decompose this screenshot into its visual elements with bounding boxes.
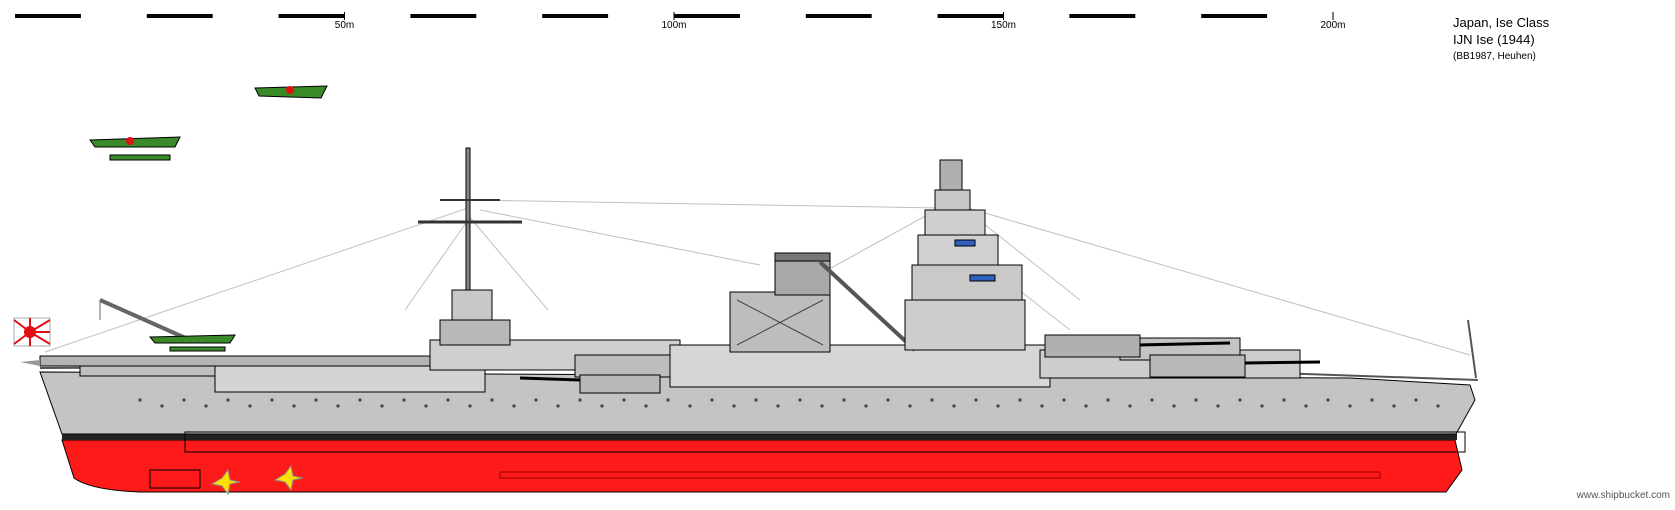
porthole <box>1260 404 1264 408</box>
scale-segment <box>608 14 674 18</box>
scale-tick-label: 200m <box>1320 20 1346 31</box>
porthole <box>248 404 252 408</box>
turrets <box>519 334 1321 394</box>
ship-info: Japan, Ise Class IJN Ise (1944) (BB1987,… <box>1453 14 1549 65</box>
porthole <box>754 398 758 402</box>
porthole <box>1106 398 1110 402</box>
porthole <box>446 398 450 402</box>
porthole <box>886 398 890 402</box>
porthole <box>666 398 670 402</box>
scale-segment <box>476 14 543 18</box>
porthole <box>1282 398 1286 402</box>
porthole <box>138 398 142 402</box>
porthole <box>160 404 164 408</box>
porthole <box>908 404 912 408</box>
porthole <box>1194 398 1198 402</box>
porthole <box>974 398 978 402</box>
porthole <box>600 404 604 408</box>
site-credit: www.shipbucket.com <box>1576 490 1670 501</box>
porthole <box>688 404 692 408</box>
info-credit: (BB1987, Heuhen) <box>1453 51 1536 62</box>
porthole <box>1238 398 1242 402</box>
armor-belt <box>184 431 1466 453</box>
porthole <box>512 404 516 408</box>
porthole <box>1370 398 1374 402</box>
porthole <box>1326 398 1330 402</box>
propellers <box>210 464 304 496</box>
porthole <box>1348 404 1352 408</box>
porthole <box>468 404 472 408</box>
aft-mast <box>418 147 522 346</box>
seaplane-deck <box>148 334 236 352</box>
porthole <box>314 398 318 402</box>
scale-bar <box>15 12 1334 20</box>
rudder <box>149 469 201 489</box>
scale-segment <box>1267 14 1333 18</box>
scale-tick-label: 100m <box>661 20 687 31</box>
porthole <box>710 398 714 402</box>
scale-tick-label: 150m <box>990 20 1017 31</box>
scale-segment <box>1003 14 1070 18</box>
porthole <box>1084 404 1088 408</box>
porthole <box>556 404 560 408</box>
porthole <box>1216 404 1220 408</box>
funnel-structure <box>729 252 917 353</box>
porthole <box>864 404 868 408</box>
porthole <box>1172 404 1176 408</box>
porthole <box>776 404 780 408</box>
porthole <box>1018 398 1022 402</box>
hull-underwater <box>61 439 1463 493</box>
porthole <box>1040 404 1044 408</box>
porthole <box>820 404 824 408</box>
porthole <box>424 404 428 408</box>
fighter-plane <box>254 85 328 99</box>
porthole <box>402 398 406 402</box>
porthole <box>1150 398 1154 402</box>
porthole <box>226 398 230 402</box>
porthole <box>292 404 296 408</box>
boot-topping <box>62 434 1457 440</box>
scale-segment <box>80 14 147 18</box>
porthole <box>380 404 384 408</box>
jackstaff <box>1467 319 1477 379</box>
porthole <box>1128 404 1132 408</box>
scale-segment <box>212 14 279 18</box>
info-ship-name: IJN Ise (1944) <box>1453 32 1535 47</box>
porthole <box>1304 404 1308 408</box>
porthole <box>1414 398 1418 402</box>
porthole <box>270 398 274 402</box>
porthole <box>996 404 1000 408</box>
porthole <box>204 404 208 408</box>
porthole <box>622 398 626 402</box>
info-class: Japan, Ise Class <box>1453 15 1550 30</box>
aft-crane <box>99 298 191 342</box>
porthole <box>182 398 186 402</box>
rising-sun-ensign <box>13 317 51 347</box>
porthole <box>952 404 956 408</box>
porthole <box>578 398 582 402</box>
scale-segment <box>1135 14 1202 18</box>
porthole <box>1436 404 1440 408</box>
porthole <box>336 404 340 408</box>
porthole <box>534 398 538 402</box>
bilge-keel <box>499 471 1381 479</box>
porthole <box>842 398 846 402</box>
scale-segment <box>871 14 938 18</box>
porthole <box>1062 398 1066 402</box>
portholes <box>138 398 1440 408</box>
porthole <box>490 398 494 402</box>
scale-segment <box>739 14 806 18</box>
porthole <box>798 398 802 402</box>
pagoda-tower <box>904 159 1026 351</box>
seaplane-aft <box>89 136 181 161</box>
porthole <box>1392 404 1396 408</box>
porthole <box>358 398 362 402</box>
scale-segment <box>344 14 411 18</box>
porthole <box>732 404 736 408</box>
porthole <box>644 404 648 408</box>
scale-tick-label: 50m <box>334 20 355 31</box>
porthole <box>930 398 934 402</box>
